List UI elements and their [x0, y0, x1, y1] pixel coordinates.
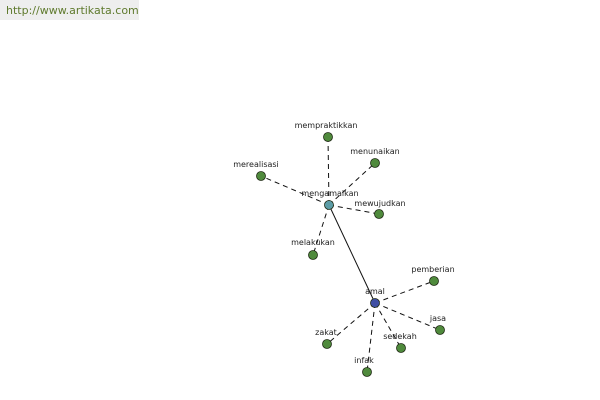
node-label-mempraktikkan[interactable]: mempraktikkan	[295, 121, 358, 130]
node-label-infak[interactable]: infak	[354, 356, 374, 365]
node-amal[interactable]	[370, 298, 380, 308]
node-zakat[interactable]	[322, 339, 332, 349]
node-pemberian[interactable]	[429, 276, 439, 286]
node-label-zakat[interactable]: zakat	[315, 328, 337, 337]
node-label-amal[interactable]: amal	[365, 287, 385, 296]
edge-amal-pemberian	[374, 280, 435, 304]
edge-mengamalkan-mempraktikkan	[327, 136, 330, 206]
node-label-melakukan[interactable]: melakukan	[291, 238, 335, 247]
node-mengamalkan[interactable]	[324, 200, 334, 210]
edge-mengamalkan-melakukan	[312, 204, 330, 256]
node-label-menunaikan[interactable]: menunaikan	[350, 147, 400, 156]
node-jasa[interactable]	[435, 325, 445, 335]
nodes-layer: amal mengamalkan mempraktikkan menunaikan me…	[233, 121, 455, 377]
source-url-banner: http://www.artikata.com	[0, 0, 139, 20]
edge-mengamalkan-menunaikan	[328, 162, 376, 206]
node-melakukan[interactable]	[308, 250, 318, 260]
edge-amal-jasa	[374, 302, 441, 331]
node-infak[interactable]	[362, 367, 372, 377]
node-menunaikan[interactable]	[370, 158, 380, 168]
node-mempraktikkan[interactable]	[323, 132, 333, 142]
edges-layer	[260, 136, 441, 373]
node-label-sedekah[interactable]: sedekah	[383, 332, 417, 341]
node-merealisasi[interactable]	[256, 171, 266, 181]
edge-amal-infak	[366, 302, 376, 373]
edge-amal-zakat	[326, 302, 376, 345]
edge-amal-mengamalkan	[328, 204, 376, 304]
edge-amal-sedekah	[374, 302, 402, 349]
node-label-merealisasi[interactable]: merealisasi	[233, 160, 279, 169]
edge-mengamalkan-merealisasi	[260, 175, 330, 206]
node-sedekah[interactable]	[396, 343, 406, 353]
node-label-jasa[interactable]: jasa	[429, 314, 446, 323]
source-url-link[interactable]: http://www.artikata.com	[6, 4, 139, 17]
node-label-mengamalkan[interactable]: mengamalkan	[301, 189, 358, 198]
node-label-mewujudkan[interactable]: mewujudkan	[354, 199, 405, 208]
node-mewujudkan[interactable]	[374, 209, 384, 219]
node-label-pemberian[interactable]: pemberian	[411, 265, 454, 274]
